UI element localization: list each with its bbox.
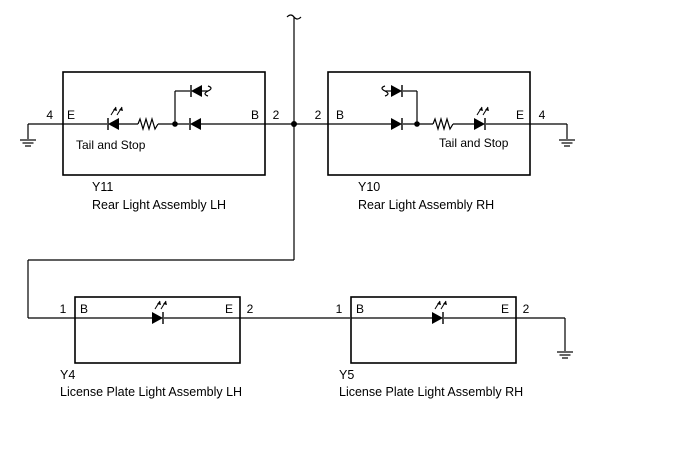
y10-right-terminal: E <box>516 108 524 122</box>
main-bus-wire <box>27 14 302 319</box>
y4-license-plate-light-lh: 1 B E 2 Y4 License Plate Light Assembly … <box>60 296 350 399</box>
y10-rear-light-rh: 2 B E 4 Tail and Stop Y10 Rear Light Ass… <box>294 71 576 212</box>
resistor-icon <box>432 118 454 130</box>
y11-name: Rear Light Assembly LH <box>92 198 226 212</box>
y10-right-pin: 4 <box>539 108 546 122</box>
led-icon <box>151 300 168 325</box>
y4-left-terminal: B <box>80 302 88 316</box>
diode-icon <box>190 84 203 98</box>
y10-name: Rear Light Assembly RH <box>358 198 494 212</box>
diode-icon <box>390 117 403 131</box>
y10-function-label: Tail and Stop <box>439 136 509 150</box>
y11-code: Y11 <box>92 180 113 194</box>
y11-left-terminal: E <box>67 108 75 122</box>
y11-left-pin: 4 <box>46 108 53 122</box>
led-icon <box>431 300 448 325</box>
ground-icon <box>556 351 574 359</box>
y4-name: License Plate Light Assembly LH <box>60 385 242 399</box>
led-icon <box>107 106 124 131</box>
y10-code: Y10 <box>358 180 380 194</box>
resistor-icon <box>137 118 159 130</box>
y5-right-pin: 2 <box>523 302 530 316</box>
y5-left-terminal: B <box>356 302 364 316</box>
ground-icon <box>19 139 37 147</box>
diode-icon <box>189 117 202 131</box>
y4-left-pin: 1 <box>60 302 67 316</box>
y11-rear-light-lh: 4 E B 2 Tail and Stop Y11 Rear Light Ass… <box>19 71 294 212</box>
ground-icon <box>558 139 576 147</box>
y11-right-pin: 2 <box>273 108 280 122</box>
y11-right-terminal: B <box>251 108 259 122</box>
y4-right-pin: 2 <box>247 302 254 316</box>
y5-right-terminal: E <box>501 302 509 316</box>
y5-name: License Plate Light Assembly RH <box>339 385 523 399</box>
y10-left-terminal: B <box>336 108 344 122</box>
y4-code: Y4 <box>60 368 75 382</box>
led-icon <box>473 106 490 131</box>
diode-icon <box>390 84 403 98</box>
y5-license-plate-light-rh: 1 B E 2 Y5 License Plate Light Assembly … <box>336 296 574 399</box>
y5-left-pin: 1 <box>336 302 343 316</box>
y10-left-pin: 2 <box>315 108 322 122</box>
y5-code: Y5 <box>339 368 354 382</box>
y11-function-label: Tail and Stop <box>76 138 146 152</box>
y4-right-terminal: E <box>225 302 233 316</box>
